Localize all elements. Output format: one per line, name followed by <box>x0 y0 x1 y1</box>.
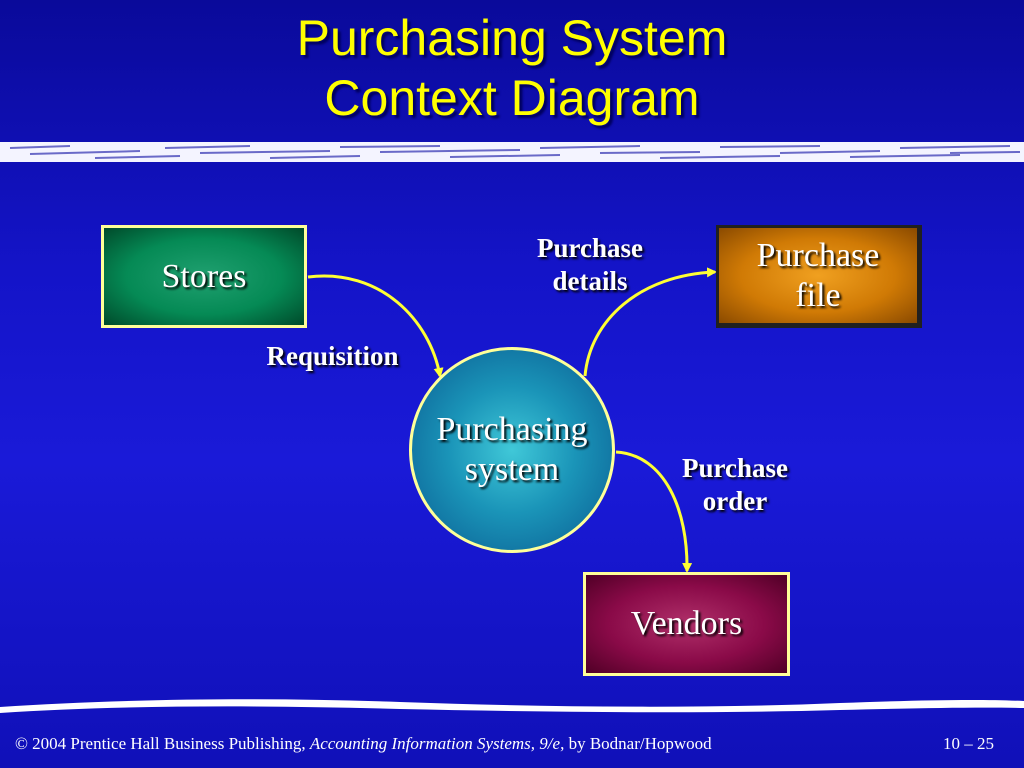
footer-citation: © 2004 Prentice Hall Business Publishing… <box>15 733 712 755</box>
purchase-order-label-line-2: order <box>702 486 768 516</box>
purchase-file-label-line-1: Purchase <box>756 237 880 274</box>
slide-title: Purchasing System Context Diagram <box>0 8 1024 128</box>
footer-book-title: Accounting Information Systems, 9/e <box>309 734 561 753</box>
purchase-order-label: Purchase order <box>650 452 820 518</box>
requisition-label: Requisition <box>266 341 399 371</box>
vendors-entity[interactable]: Vendors <box>583 572 790 676</box>
stores-entity[interactable]: Stores <box>101 225 307 328</box>
purchase-details-flow-arrow <box>583 267 717 377</box>
purchase-file-datastore[interactable]: Purchase file <box>716 225 922 328</box>
footer-copyright: © 2004 Prentice Hall Business Publishing… <box>15 734 306 753</box>
process-label-line-1: Purchasing <box>436 411 588 448</box>
requisition-flow-arrow <box>307 274 444 378</box>
purchasing-system-process[interactable]: Purchasing system <box>409 347 615 553</box>
bottom-decorative-band <box>0 699 1024 713</box>
purchase-order-flow-arrow <box>615 450 693 573</box>
stores-label: Stores <box>161 257 247 295</box>
title-line-1: Purchasing System <box>296 10 728 66</box>
top-decorative-band <box>0 142 1024 162</box>
footer-page-number: 10 – 25 <box>943 734 994 753</box>
purchase-order-label-line-1: Purchase <box>682 453 788 483</box>
purchase-details-label-line-2: details <box>552 266 628 296</box>
title-line-2: Context Diagram <box>324 70 700 126</box>
process-label-line-2: system <box>464 451 560 488</box>
purchase-file-label-line-2: file <box>795 277 841 314</box>
footer-authors: , by Bodnar/Hopwood <box>560 734 712 753</box>
vendors-label: Vendors <box>630 605 743 642</box>
purchase-details-label: Purchase details <box>505 232 675 298</box>
purchase-details-label-line-1: Purchase <box>537 233 643 263</box>
